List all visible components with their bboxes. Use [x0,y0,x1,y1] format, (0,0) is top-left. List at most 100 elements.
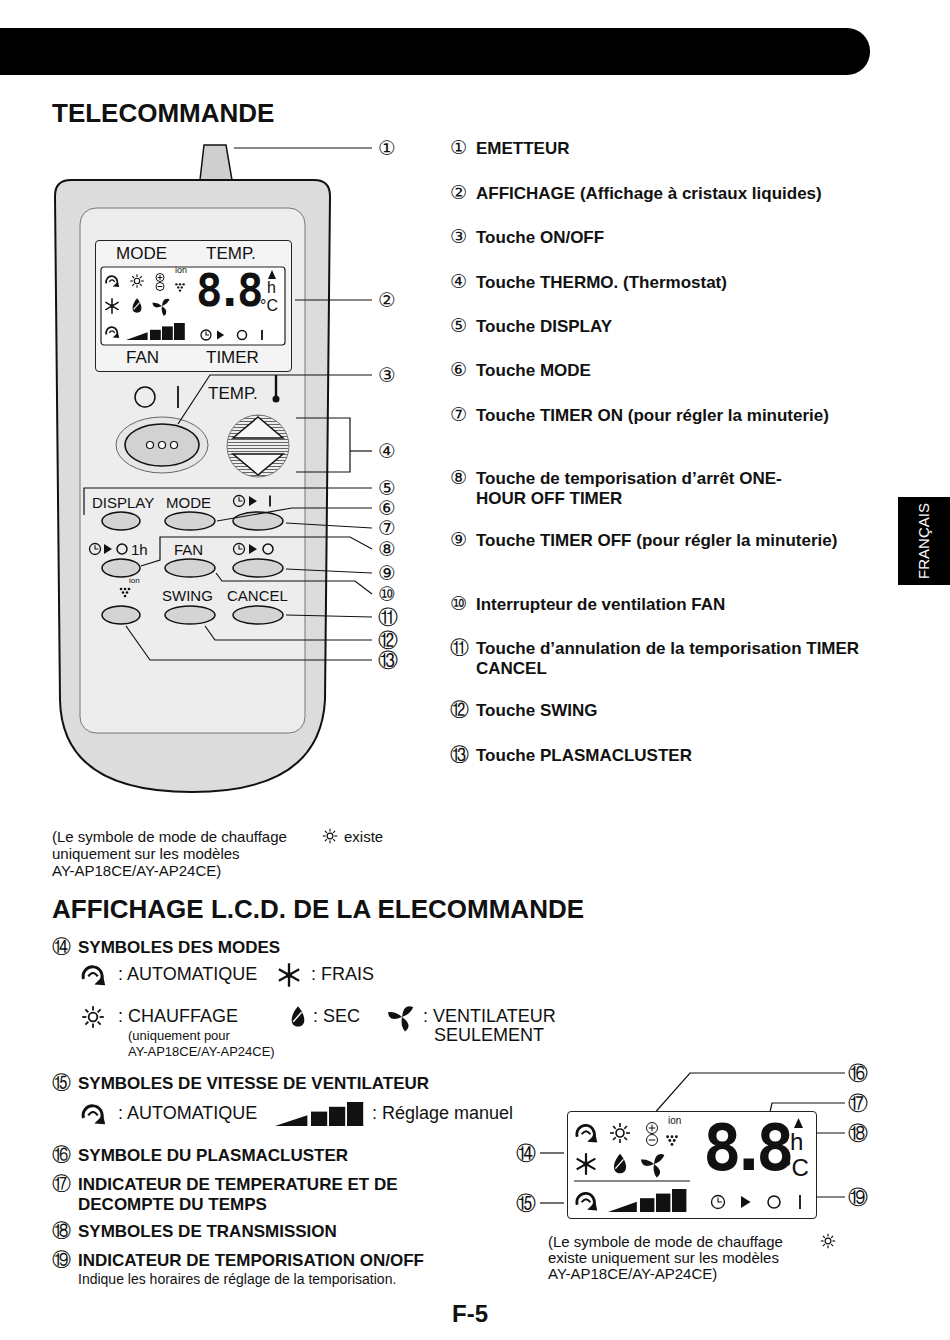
on-off-button [125,424,199,466]
heat-ray [85,1009,88,1012]
heat-symbol [89,1013,98,1022]
callout-number: ⑯ [848,1062,868,1085]
callout-number: ⑬ [378,649,398,672]
lcd-frame [101,267,285,345]
callout-number: ⑨ [378,562,396,585]
lcd-text: 8.8 [196,269,257,313]
heat-ray [329,840,330,843]
callout-number: ③ [450,226,467,248]
label-text: SYMBOLES DE TRANSMISSION [78,1222,337,1242]
callout-number: ⑨ [450,529,467,551]
fan-speed-bar [672,1189,686,1212]
on-symbol [261,330,263,340]
heat-ray [323,835,326,836]
heat-ray [624,1126,627,1129]
lcd-text: ion [175,266,187,276]
heat-ray [613,1137,616,1140]
plus-sign [652,1125,653,1132]
label-text: SYMBOLE DU PLASMACLUSTER [78,1146,348,1166]
heat-ray [132,276,134,278]
fan-blade [649,1164,663,1178]
heat-ray [831,1244,833,1246]
timer-clock-hands [239,545,242,549]
dry-symbol-stripe [615,1159,623,1168]
callout-number: ⑤ [378,477,396,500]
leader-line [652,1073,845,1116]
heat-ray [821,1240,824,1241]
heat-ray [98,1022,101,1025]
heat-ray [333,831,335,833]
leader-line [205,626,372,640]
plasmacluster-dot [177,286,179,288]
fan-blade [158,306,168,316]
fan-speed-bar [311,1112,327,1126]
fan-blade [387,1007,402,1022]
cool-symbol-core [110,304,114,308]
timer-clock [201,330,211,340]
label-text: : VENTILATEUR [423,1006,556,1027]
callout-number: ⑧ [378,538,396,561]
leader-line [178,375,372,424]
label-text: F-5 [452,1300,488,1328]
timer-arrow [104,544,112,554]
callout-number: ② [450,182,467,204]
label-text: : SEC [313,1006,360,1027]
fan-blade [640,1155,654,1169]
auto-symbol [106,276,117,284]
plasmacluster-dot [181,286,183,288]
label-text: SYMBOLES DES MODES [78,938,280,958]
button-dot [171,442,178,449]
callout-number: ⑪ [378,606,398,629]
fan-blade [396,1017,411,1032]
remote-button [102,606,140,624]
plus-sign [160,275,161,280]
label-text: Indique les horaires de réglage de la te… [78,1271,396,1287]
heat-ray [832,1240,835,1241]
leader-line [286,569,372,573]
lcd-text: °C [260,297,278,315]
plus-ion [156,274,164,282]
remote-button [233,559,283,577]
lcd-text: h [790,1129,803,1155]
callout-number: ⑥ [450,359,467,381]
label-text: INDICATEUR DE TEMPERATURE ET DE DECOMPTE… [78,1175,448,1214]
off-symbol [135,387,155,407]
fan-speed-bar [150,330,161,340]
heat-symbol [825,1238,831,1244]
leader-line [540,1202,564,1203]
button-dot [147,442,154,449]
auto-arrowhead [113,332,119,338]
leader-line [286,523,372,528]
auto-arrowhead [94,976,105,985]
callout-number: ⑩ [450,593,467,615]
label-text: AFFICHAGE L.C.D. DE LA ELECOMMANDE [52,895,584,925]
label-text: Touche THERMO. (Thermostat) [476,273,871,293]
heat-ray [82,1016,86,1018]
leader-line [350,450,372,451]
label-text: ion [129,576,140,585]
auto-arrowhead [587,1134,597,1143]
heat-ray [98,1009,101,1012]
callout-number: ⑭ [516,1142,536,1165]
auto-symbol [577,1193,595,1206]
heat-ray [100,1016,104,1018]
lcd-text: MODE [116,245,167,264]
auto-symbol [106,327,117,335]
temp-button-surround [227,415,289,477]
auto-symbol-inner [109,280,115,282]
auto-arrowhead [113,281,119,287]
remote-face [80,208,305,733]
heat-ray [626,1132,630,1134]
heat-ray [325,839,327,841]
heat-ray [624,1137,627,1140]
fan-speed-wedge [608,1202,637,1212]
label-text: : CHAUFFAGE [118,1006,238,1027]
callout-number: ⑲ [52,1249,71,1271]
auto-symbol-inner [109,331,115,333]
auto-symbol [83,967,102,981]
heat-symbol [327,833,333,839]
callout-number: ① [378,137,396,160]
callout-number: ⑭ [52,936,71,958]
cool-symbol [279,969,299,981]
